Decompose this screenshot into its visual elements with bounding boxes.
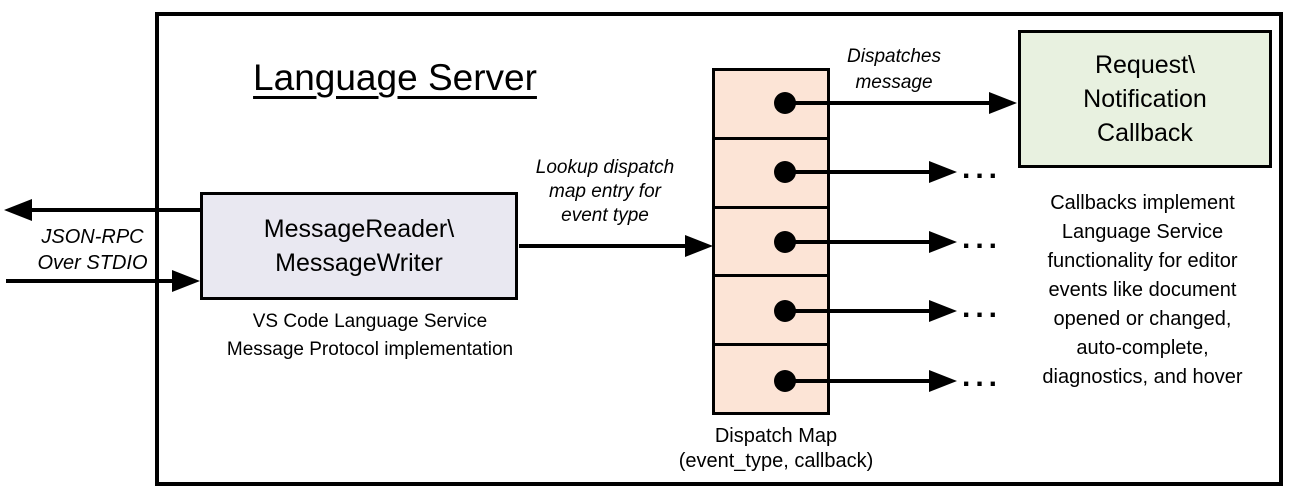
ellipsis-row-3: ... <box>962 222 1003 255</box>
ellipsis-row-5: ... <box>962 360 1003 393</box>
ellipsis-row-4: ... <box>962 291 1003 324</box>
lookup-dispatch-label: Lookup dispatch map entry for event type <box>535 157 675 226</box>
language-server-boundary-box <box>155 12 1283 486</box>
request-notification-callback-label: Request\ Notification Callback <box>1083 51 1207 147</box>
dispatch-map-cell <box>715 277 827 347</box>
dispatch-map-cell <box>715 140 827 209</box>
reader-caption: VS Code Language Service Message Protoco… <box>226 311 514 360</box>
dispatch-map-caption: Dispatch Map (event_type, callback) <box>678 425 874 472</box>
dispatch-map-cell <box>715 209 827 278</box>
request-notification-callback-box: Request\ Notification Callback <box>1018 30 1272 168</box>
message-reader-writer-label: MessageReader\ MessageWriter <box>263 215 455 277</box>
json-rpc-stdio-label: JSON-RPC Over STDIO <box>37 226 148 274</box>
callbacks-caption: Callbacks implement Language Service fun… <box>1042 192 1243 388</box>
diagram-title: Language Server <box>253 57 537 98</box>
message-reader-writer-box: MessageReader\ MessageWriter <box>200 192 518 300</box>
dispatches-message-label: Dispatches message <box>847 46 941 93</box>
dispatch-map-box <box>712 68 830 415</box>
dispatch-map-cell <box>715 71 827 140</box>
ellipsis-row-2: ... <box>962 152 1003 185</box>
dispatch-map-cell <box>715 346 827 412</box>
